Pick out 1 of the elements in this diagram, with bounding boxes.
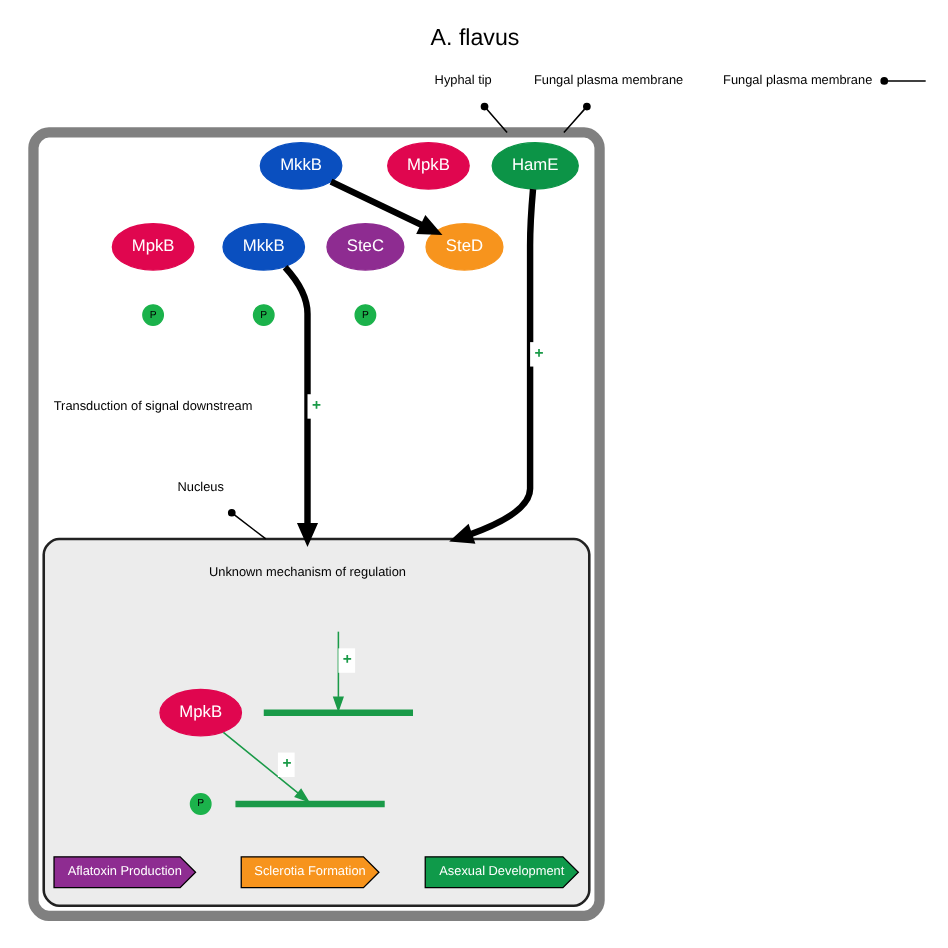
diagram-title: A. flavus xyxy=(429,27,519,52)
